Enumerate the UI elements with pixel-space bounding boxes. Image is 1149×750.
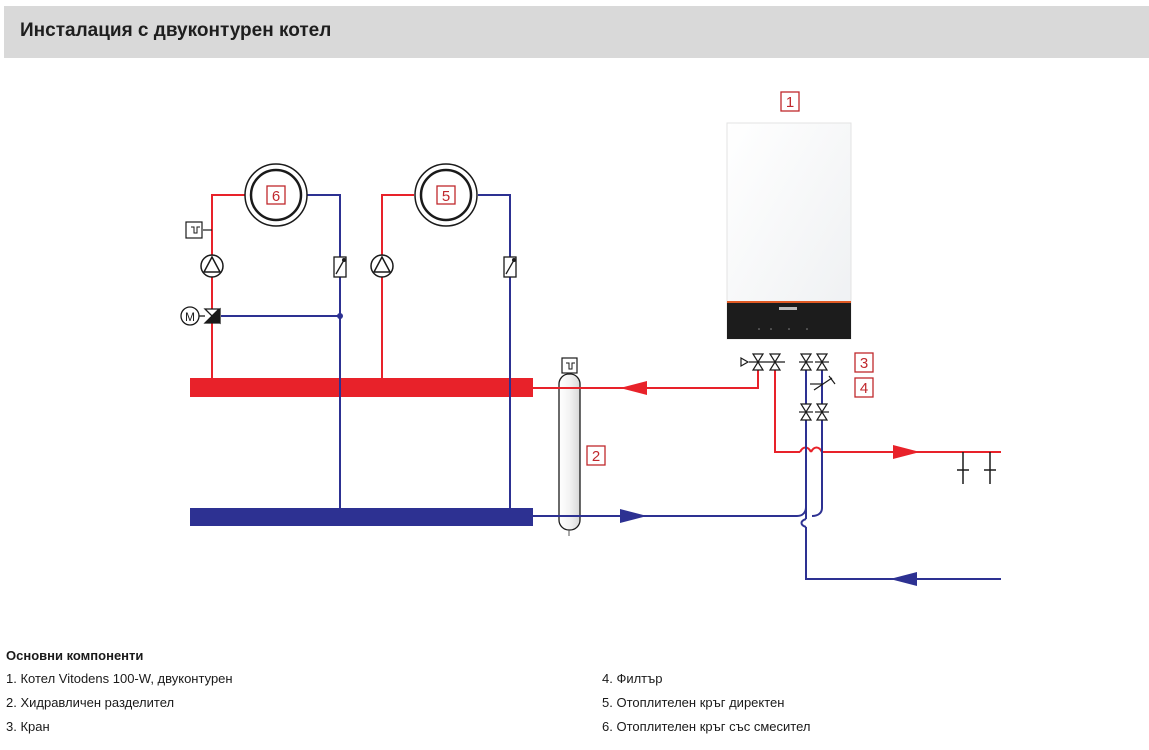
legend-item: 1. Котел Vitodens 100-W, двуконтурен	[6, 671, 233, 686]
flow-arrow-icon	[620, 381, 647, 395]
legend-heading: Основни компоненти	[6, 648, 144, 663]
ball-valve-icon	[815, 403, 829, 421]
ball-valve-icon	[799, 353, 813, 371]
radiator-icon: 5	[414, 163, 478, 227]
tap-icon	[957, 452, 996, 484]
callout-6: 6	[272, 188, 280, 205]
callout-5: 5	[442, 188, 450, 205]
callout-box-4: 4	[854, 377, 874, 398]
ball-valve-icon	[740, 353, 767, 371]
legend-item: 5. Отоплителен кръг директен	[602, 695, 785, 710]
flow-arrow-icon	[893, 445, 920, 459]
pipe-junction	[337, 313, 343, 319]
legend-item: 6. Отоплителен кръг със смесител	[602, 719, 811, 734]
callout-box-2: 2	[586, 445, 606, 466]
legend-item: 4. Филтър	[602, 671, 663, 686]
filter-icon	[810, 375, 836, 391]
flow-arrow-icon	[620, 509, 647, 523]
check-valve-icon	[503, 256, 517, 278]
ball-valve-icon	[815, 353, 829, 371]
legend-item: 3. Кран	[6, 719, 50, 734]
legend-item: 2. Хидравличен разделител	[6, 695, 175, 710]
thermometer-icon	[561, 357, 578, 374]
boiler-accent-stripe	[727, 301, 851, 303]
callout-2: 2	[592, 448, 600, 465]
mixer-motor-label: M	[185, 310, 195, 324]
callout-4: 4	[860, 380, 868, 397]
flow-arrow-icon	[890, 572, 917, 586]
callout-box-3: 3	[854, 352, 874, 373]
ball-valve-icon	[767, 353, 785, 371]
callout-box-1: 1	[780, 91, 800, 112]
supply-distributor	[190, 378, 533, 397]
page-title: Инсталация с двуконтурен котел	[20, 20, 332, 41]
pump-icon	[370, 254, 394, 278]
check-valve-icon	[333, 256, 347, 278]
radiator-icon: 6	[244, 163, 308, 227]
return-distributor	[190, 508, 533, 526]
thermometer-icon	[185, 221, 212, 239]
pump-icon	[200, 254, 224, 278]
mixing-valve-icon: M	[180, 306, 221, 326]
legend: Основни компоненти 1. Котел Vitodens 100…	[6, 648, 1146, 748]
callout-1: 1	[786, 94, 794, 111]
hydraulic-separator	[558, 370, 581, 536]
callout-3: 3	[860, 355, 868, 372]
return-pipes	[221, 194, 1001, 580]
boiler	[726, 122, 852, 340]
header-bar: Инсталация с двуконтурен котел	[4, 6, 1149, 58]
ball-valve-icon	[799, 403, 813, 421]
supply-pipes	[211, 194, 1001, 453]
